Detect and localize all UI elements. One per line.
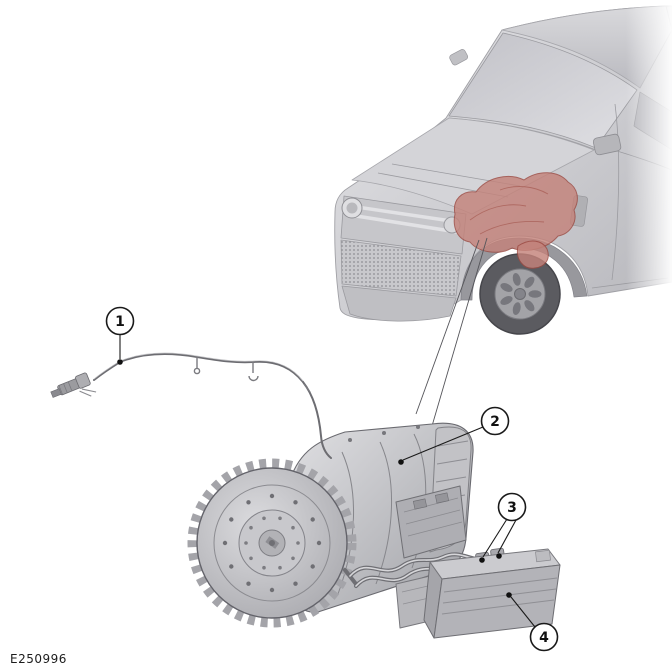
callout-1-balloon: [105, 306, 135, 336]
figure-code: E250996: [10, 652, 67, 666]
callout-3-label: 3: [507, 500, 517, 516]
wiring-harness-illustration: [50, 352, 332, 459]
callout-4: 4: [506, 592, 559, 652]
callout-1: 1: [105, 306, 135, 365]
callout-1-target-dot: [117, 359, 123, 365]
locator-lines: [415, 237, 488, 427]
hood: [351, 117, 595, 215]
callout-4-label: 4: [539, 630, 549, 646]
front-bumper: [341, 285, 457, 322]
harness-clips: [193, 357, 311, 393]
callout-3-balloon: [497, 492, 527, 522]
callout-3: 3: [479, 492, 527, 563]
right-mirror: [592, 133, 622, 156]
callout-2: 2: [398, 406, 510, 465]
front-wheel: [479, 253, 561, 335]
valve-body: [395, 485, 467, 559]
vehicle-illustration: [334, 0, 672, 340]
highlighted-bracket: [516, 240, 549, 269]
lower-grille-mesh: [340, 239, 462, 297]
callout-1-label: 1: [115, 314, 125, 330]
callout-4-target-dot: [506, 592, 512, 598]
highlighted-transmission: [453, 172, 578, 253]
left-mirror: [449, 49, 469, 66]
callout-2-label: 2: [490, 414, 500, 430]
transmission-assembly-illustration: [187, 422, 474, 628]
fade-overlay: [626, 0, 672, 340]
harness-cable: [93, 353, 332, 459]
harness-connector: [50, 372, 97, 398]
callout-3-target-dot-a: [479, 557, 485, 563]
callout-2-target-dot: [398, 459, 404, 465]
callout-3-target-dot-b: [496, 553, 502, 559]
callout-2-balloon: [480, 406, 510, 436]
highlighted-transmission-overlay: [453, 172, 578, 269]
torque-converter: [187, 458, 357, 628]
callout-4-balloon: [529, 622, 559, 652]
